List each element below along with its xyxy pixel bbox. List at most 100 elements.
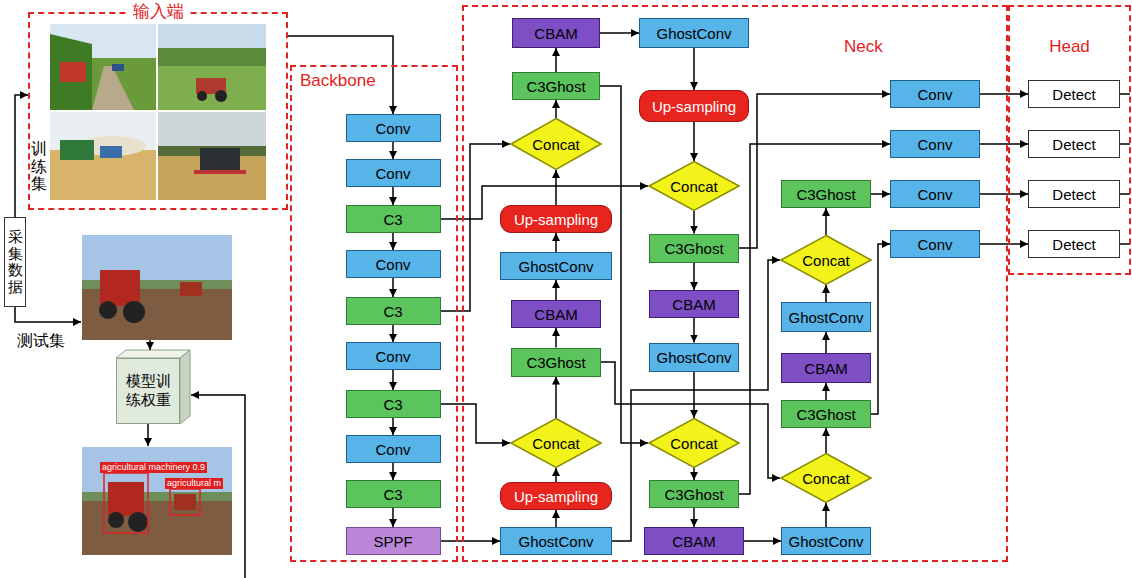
connector-arrow [600, 32, 639, 34]
connector-arrow [612, 260, 780, 541]
connector-arrow [555, 328, 557, 348]
conv-block: Conv [890, 80, 980, 108]
connector-arrow [392, 233, 394, 250]
box-text: SPPF [373, 533, 412, 550]
connector-arrow [693, 122, 695, 161]
box-text: Detect [1052, 136, 1095, 153]
connector-arrow [555, 233, 557, 252]
box-text: CBAM [534, 306, 577, 323]
photo-field-harvester [158, 112, 266, 200]
box-text: GhostConv [518, 533, 593, 550]
connector-arrow [739, 94, 890, 248]
region-title: Backbone [300, 71, 376, 91]
connector-arrow [441, 144, 511, 311]
connector-arrow [555, 468, 557, 482]
diamond-shape [649, 419, 739, 468]
box-text: C3Ghost [526, 78, 585, 95]
connector-arrow [392, 370, 394, 390]
connector-arrow [693, 468, 695, 480]
box-text: Conv [917, 186, 952, 203]
box-text: C3 [383, 486, 402, 503]
connector-arrow [825, 503, 827, 527]
ghostconv-block: GhostConv [781, 302, 871, 332]
dashed-region: 输入端 [28, 12, 288, 210]
connector-arrow [392, 142, 394, 159]
ghostconv-block: GhostConv [781, 527, 871, 555]
connector-arrow [825, 383, 827, 400]
c3-block: C3 [346, 297, 441, 325]
box-text: 模型训练权重 [125, 372, 172, 410]
connector-arrow [441, 404, 511, 443]
concat-diamond: Concat [780, 235, 872, 285]
region-title: Neck [844, 37, 883, 57]
sppf-block: SPPF [346, 527, 441, 555]
connector-arrow [871, 244, 890, 414]
region-title: Head [1049, 37, 1090, 57]
photo-wheat-combine [50, 112, 156, 200]
box-text: Concat [532, 136, 580, 153]
model-weight-cube: 模型训练权重 [116, 358, 180, 424]
box-text: Up-sampling [514, 488, 598, 505]
connector-arrow [980, 243, 1028, 245]
connector-arrow [693, 211, 695, 234]
connector-arrow [693, 48, 695, 90]
box-text: Conv [375, 256, 410, 273]
connector-arrow [15, 95, 28, 217]
box-text: Up-sampling [514, 211, 598, 228]
c3-block: C3Ghost [781, 180, 871, 208]
detect-block: Detect [1028, 180, 1120, 208]
box-text: Conv [375, 165, 410, 182]
connector-arrow [693, 318, 695, 343]
c3-block: C3 [346, 390, 441, 418]
cbam-block: CBAM [511, 300, 601, 328]
box-text: C3 [383, 303, 402, 320]
connector-arrow [980, 93, 1028, 95]
region-title: 输入端 [129, 2, 188, 22]
box-text: Conv [917, 86, 952, 103]
box-text: Concat [532, 435, 580, 452]
ghostconv-block: GhostConv [649, 343, 739, 372]
diamond-shape [511, 119, 601, 170]
diamond-shape [781, 236, 871, 285]
collect-data-box: 采集数据 [4, 217, 26, 307]
photo-tractor-orchard [158, 24, 266, 110]
concat-diamond: Concat [510, 118, 602, 170]
flow-lines [15, 94, 1130, 578]
concat-diamond: Concat [648, 418, 740, 468]
box-text: Concat [670, 435, 718, 452]
box-text: GhostConv [788, 533, 863, 550]
model-cube-faces [116, 350, 190, 424]
concat-diamond: Concat [510, 418, 602, 468]
box-text: 采集数据 [8, 229, 23, 295]
box-text: GhostConv [518, 258, 593, 275]
diamond-shape [511, 419, 601, 468]
box-text: CBAM [672, 533, 715, 550]
connector-arrow [555, 280, 557, 300]
connector-arrow [744, 540, 781, 542]
connector-arrow [980, 143, 1028, 145]
connector-arrow [555, 48, 557, 72]
conv-block: Conv [346, 114, 441, 142]
cbam-block: CBAM [512, 18, 600, 48]
ghostconv-block: GhostConv [639, 18, 749, 48]
box-text: C3Ghost [796, 186, 855, 203]
c3-block: C3 [346, 205, 441, 233]
connector-arrow [871, 193, 890, 195]
box-text: Up-sampling [652, 98, 736, 115]
box-text: Concat [802, 470, 850, 487]
detect-block: Detect [1028, 80, 1120, 108]
c3-block: C3Ghost [511, 348, 601, 377]
connector-arrow [441, 540, 501, 542]
c3-block: C3Ghost [649, 234, 739, 263]
connector-arrow [392, 325, 394, 342]
connector-arrow [288, 36, 393, 114]
connector-arrow [825, 208, 827, 235]
box-text: CBAM [804, 360, 847, 377]
connector-arrow [555, 100, 557, 118]
box-text: Conv [375, 348, 410, 365]
conv-block: Conv [346, 159, 441, 187]
box-text: C3Ghost [664, 240, 723, 257]
box-text: C3Ghost [664, 486, 723, 503]
box-text: GhostConv [788, 309, 863, 326]
diamond-shape [781, 454, 871, 503]
